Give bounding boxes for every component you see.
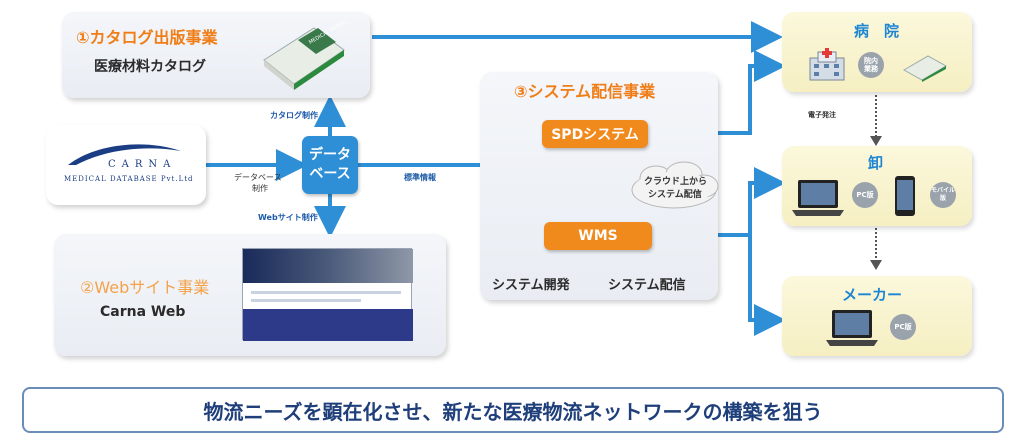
catalog-subtitle: 医療材料カタログ bbox=[94, 59, 206, 75]
database-button[interactable]: データ ベース bbox=[302, 136, 358, 194]
arrow-wms-to-maker bbox=[748, 235, 786, 336]
maker-title: メーカー bbox=[842, 286, 903, 304]
maker-laptop-icon bbox=[824, 306, 880, 348]
hospital-building-icon bbox=[808, 48, 846, 82]
wholesale-phone-icon bbox=[892, 174, 918, 218]
hospital-card: 病 院 院内 業務 bbox=[782, 12, 972, 92]
web-title: ②Webサイト事業 bbox=[80, 278, 210, 297]
wms-button[interactable]: WMS bbox=[544, 222, 652, 250]
system-footer-left: システム開発 bbox=[492, 278, 570, 293]
catalog-title: ①カタログ出版事業 bbox=[76, 28, 218, 47]
carna-logo-card: CARNA MEDICAL DATABASE Pvt.Ltd bbox=[46, 125, 206, 205]
carna-swoosh-icon bbox=[68, 144, 181, 165]
wholesale-title: 卸 bbox=[868, 154, 884, 172]
carna-logo-text: CARNA bbox=[108, 159, 177, 170]
wholesale-card: 卸 PC版 モバイル版 bbox=[782, 146, 972, 226]
arrow-wms-to-wholesale bbox=[748, 167, 786, 235]
database-button-line1: データ bbox=[309, 147, 351, 163]
database-button-line2: ベース bbox=[309, 166, 351, 182]
wholesale-pc-circle: PC版 bbox=[852, 182, 878, 208]
system-title: ③システム配信事業 bbox=[514, 82, 656, 101]
web-card: ②Webサイト事業 Carna Web bbox=[54, 234, 446, 356]
hospital-book-icon bbox=[900, 52, 950, 82]
hospital-internal-circle: 院内 業務 bbox=[858, 52, 884, 78]
maker-pc-circle: PC版 bbox=[890, 314, 916, 340]
hospital-title: 病 院 bbox=[854, 22, 900, 40]
website-screenshot-icon bbox=[242, 248, 413, 341]
cloud-text-1: クラウド上から bbox=[644, 177, 708, 187]
catalog-card: ①カタログ出版事業 医療材料カタログ MEDICAL PRODUCT bbox=[62, 12, 370, 98]
label-web-production: Webサイト制作 bbox=[258, 213, 318, 222]
label-catalog-production: カタログ制作 bbox=[270, 111, 318, 120]
label-db-production-1: データベース bbox=[234, 173, 282, 182]
label-db-production-2: 制作 bbox=[252, 184, 268, 193]
carna-logo-subtext: MEDICAL DATABASE Pvt.Ltd bbox=[64, 175, 194, 183]
order-label: 電子発注 bbox=[808, 111, 836, 119]
mission-banner: 物流ニーズを顕在化させ、新たな医療物流ネットワークの構築を狙う bbox=[22, 387, 1004, 433]
maker-card: メーカー PC版 bbox=[782, 276, 972, 356]
wholesale-mobile-circle: モバイル版 bbox=[930, 182, 956, 208]
cloud-text-2: システム配信 bbox=[648, 190, 702, 200]
label-standard-info: 標準情報 bbox=[404, 173, 436, 182]
system-footer-right: システム配信 bbox=[608, 278, 686, 293]
cloud-icon: クラウド上から システム配信 bbox=[626, 160, 722, 212]
wholesale-laptop-icon bbox=[790, 176, 846, 218]
catalog-book-icon: MEDICAL PRODUCT bbox=[252, 16, 354, 92]
web-subtitle: Carna Web bbox=[100, 304, 186, 320]
spd-system-button[interactable]: SPDシステム bbox=[542, 120, 648, 148]
